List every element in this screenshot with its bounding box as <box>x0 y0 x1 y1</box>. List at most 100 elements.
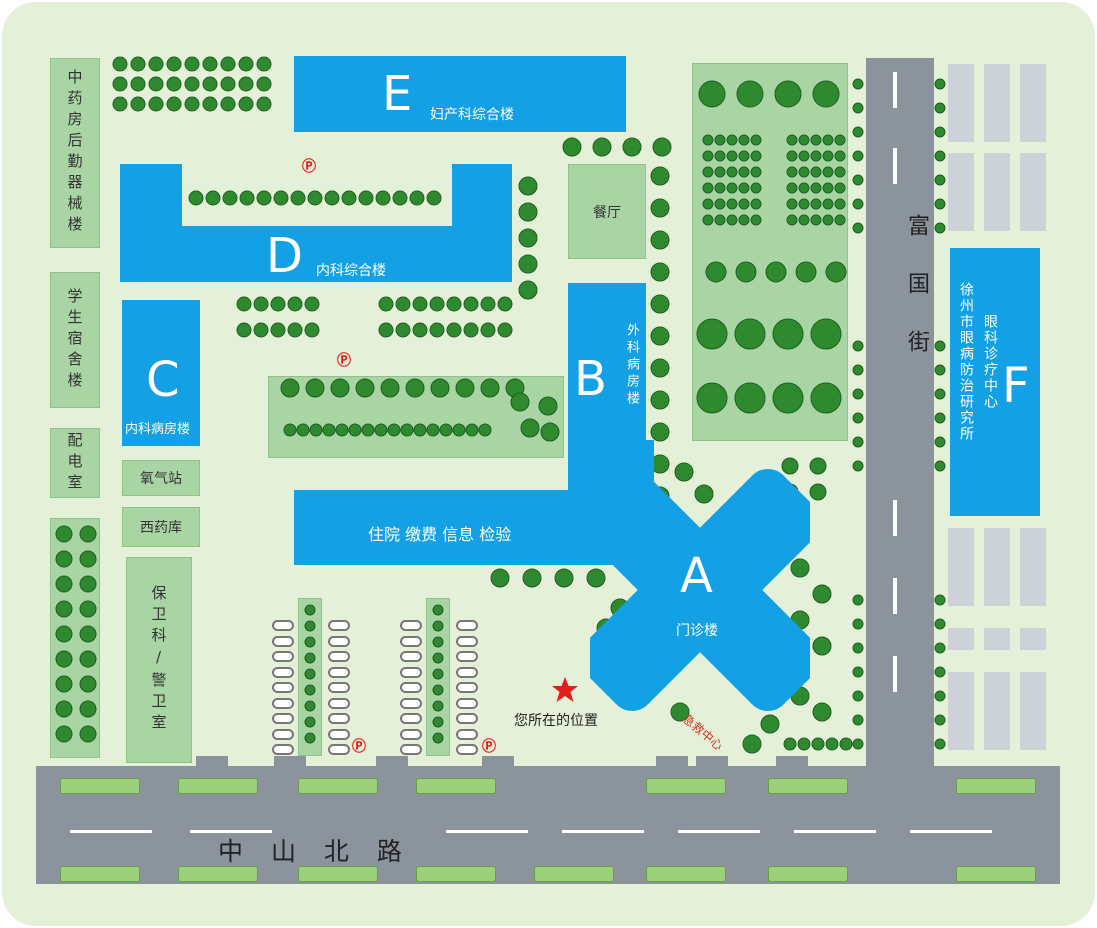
western-pharmacy-building[interactable]: 西药库 <box>122 507 200 547</box>
canteen-building[interactable]: 餐厅 <box>568 164 646 259</box>
tree <box>735 261 757 283</box>
tree <box>446 296 462 312</box>
tree <box>825 737 839 751</box>
tree <box>148 56 164 72</box>
tree <box>205 190 221 206</box>
tree <box>238 76 254 92</box>
tree <box>520 418 540 438</box>
tree <box>934 340 946 352</box>
security-office-building[interactable]: 保卫科/警卫室 <box>126 557 192 763</box>
parked-car <box>272 666 294 678</box>
tree <box>184 56 200 72</box>
tree <box>562 137 582 157</box>
parking-stall <box>948 64 974 142</box>
lane-mark <box>678 830 760 833</box>
building-c[interactable]: C 内科病房楼 <box>122 300 200 446</box>
tree <box>750 150 762 162</box>
tree <box>400 423 414 437</box>
tree <box>738 150 750 162</box>
tree <box>432 604 444 616</box>
tree <box>714 150 726 162</box>
tree <box>283 423 297 437</box>
tree <box>79 600 97 618</box>
oxygen-station-building[interactable]: 氧气站 <box>122 460 200 496</box>
tree <box>497 322 513 338</box>
tree <box>270 296 286 312</box>
tree <box>798 166 810 178</box>
tree <box>480 296 496 312</box>
tree <box>852 412 864 424</box>
tree <box>202 96 218 112</box>
lane-mark <box>910 830 992 833</box>
road-entrance <box>196 756 228 768</box>
tree <box>650 390 670 410</box>
parked-car <box>400 666 422 678</box>
tree <box>852 150 864 162</box>
connector-label: 住院 缴费 信息 检验 <box>368 525 512 544</box>
tree <box>253 296 269 312</box>
tree <box>852 78 864 90</box>
tree <box>772 318 804 350</box>
tree <box>772 382 804 414</box>
parked-car <box>272 651 294 662</box>
tree <box>934 460 946 472</box>
parked-car <box>400 651 422 662</box>
tree <box>852 594 864 606</box>
dormitory-building[interactable]: 学生宿舍楼 <box>50 272 100 408</box>
parked-car <box>400 682 422 693</box>
tree <box>236 296 252 312</box>
hedge <box>416 866 496 882</box>
parking-stall <box>984 64 1010 142</box>
tree <box>852 738 864 750</box>
lane-mark <box>70 830 152 833</box>
tree <box>79 525 97 543</box>
tree <box>822 150 834 162</box>
tree <box>810 150 822 162</box>
tree <box>834 134 846 146</box>
tree <box>750 214 762 226</box>
tree <box>307 190 323 206</box>
tree <box>834 166 846 178</box>
canteen-label: 餐厅 <box>593 204 621 221</box>
tree <box>852 618 864 630</box>
parked-car <box>400 713 422 724</box>
building-a-shape[interactable] <box>590 455 810 730</box>
tree <box>852 102 864 114</box>
tree <box>726 134 738 146</box>
tree <box>834 150 846 162</box>
oxygen-station-label: 氧气站 <box>140 471 182 487</box>
tree <box>622 137 642 157</box>
tree <box>55 550 73 568</box>
tree <box>798 198 810 210</box>
tree <box>238 56 254 72</box>
pharmacy-logistics-building[interactable]: 中药房后勤器械楼 <box>50 58 100 248</box>
tree <box>586 568 606 588</box>
hedge <box>768 778 848 794</box>
tree <box>296 423 310 437</box>
building-d[interactable]: D 内科综合楼 <box>120 226 512 282</box>
tree <box>304 716 316 728</box>
power-room-building[interactable]: 配电室 <box>50 428 100 498</box>
tree <box>361 423 375 437</box>
tree <box>304 700 316 712</box>
tree <box>253 322 269 338</box>
building-f[interactable]: 徐州市眼病防治研究所 眼科诊疗中心 F <box>950 248 1040 516</box>
tree <box>852 364 864 376</box>
road-entrance <box>656 756 688 768</box>
hedge <box>178 866 258 882</box>
tree <box>426 190 442 206</box>
lane-mark <box>794 830 876 833</box>
tree <box>220 96 236 112</box>
tree <box>696 382 728 414</box>
parking-marker: Ⓟ <box>352 739 366 755</box>
tree <box>786 198 798 210</box>
parking-stall <box>948 672 974 750</box>
tree <box>650 358 670 378</box>
tree <box>304 604 316 616</box>
tree <box>304 652 316 664</box>
parked-car <box>328 682 350 693</box>
tree <box>304 620 316 632</box>
tree <box>812 636 832 656</box>
tree <box>256 56 272 72</box>
building-e[interactable]: E 妇产科综合楼 <box>294 56 626 132</box>
